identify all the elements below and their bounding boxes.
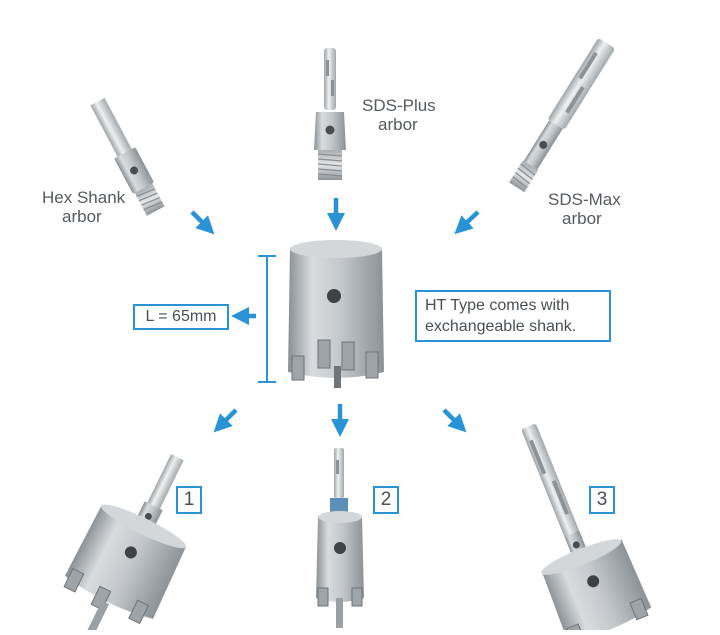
assembled-bit-2 — [316, 448, 364, 628]
core-bit-main — [288, 240, 384, 388]
length-label: L = 65mm — [145, 308, 217, 325]
assembled-bit-3 — [521, 424, 652, 635]
sds-plus-label-line-2: arbor — [378, 115, 418, 134]
length-dimension-bracket — [258, 255, 276, 383]
arrow-down-left-icon — [213, 408, 238, 433]
sds-max-label-line-1: SDS-Max — [548, 190, 621, 209]
number-badge-2: 2 — [373, 486, 399, 514]
number-badge-3: 3 — [589, 486, 615, 514]
number-badge-1: 1 — [176, 486, 202, 514]
sds-max-arbor — [509, 38, 615, 193]
sds-max-label: SDS-Max arbor — [548, 190, 621, 228]
sds-plus-arbor — [314, 48, 346, 180]
arrow-down-left-icon — [454, 210, 480, 235]
arrow-down-right-icon — [190, 210, 215, 235]
sds-plus-label: SDS-Plus arbor — [362, 96, 436, 134]
number-badge-1-text: 1 — [183, 489, 195, 510]
number-badge-3-text: 3 — [596, 489, 608, 510]
ht-note-line-2: exchangeable shank. — [425, 318, 577, 335]
sds-plus-label-line-1: SDS-Plus — [362, 96, 436, 115]
sds-max-label-line-2: arbor — [562, 209, 602, 228]
length-label-box: L = 65mm — [133, 304, 229, 330]
hex-shank-label-line-1: Hex Shank — [42, 188, 126, 207]
hex-shank-label-line-2: arbor — [62, 207, 102, 226]
ht-note-line-1: HT Type comes with — [425, 297, 570, 314]
ht-note-box: HT Type comes with exchangeable shank. — [415, 290, 611, 342]
hex-shank-arbor — [90, 97, 165, 216]
arrow-down-right-icon — [442, 408, 467, 433]
number-badge-2-text: 2 — [380, 489, 392, 510]
assembled-bit-1 — [63, 454, 187, 635]
hex-shank-label: Hex Shank arbor — [42, 188, 125, 226]
